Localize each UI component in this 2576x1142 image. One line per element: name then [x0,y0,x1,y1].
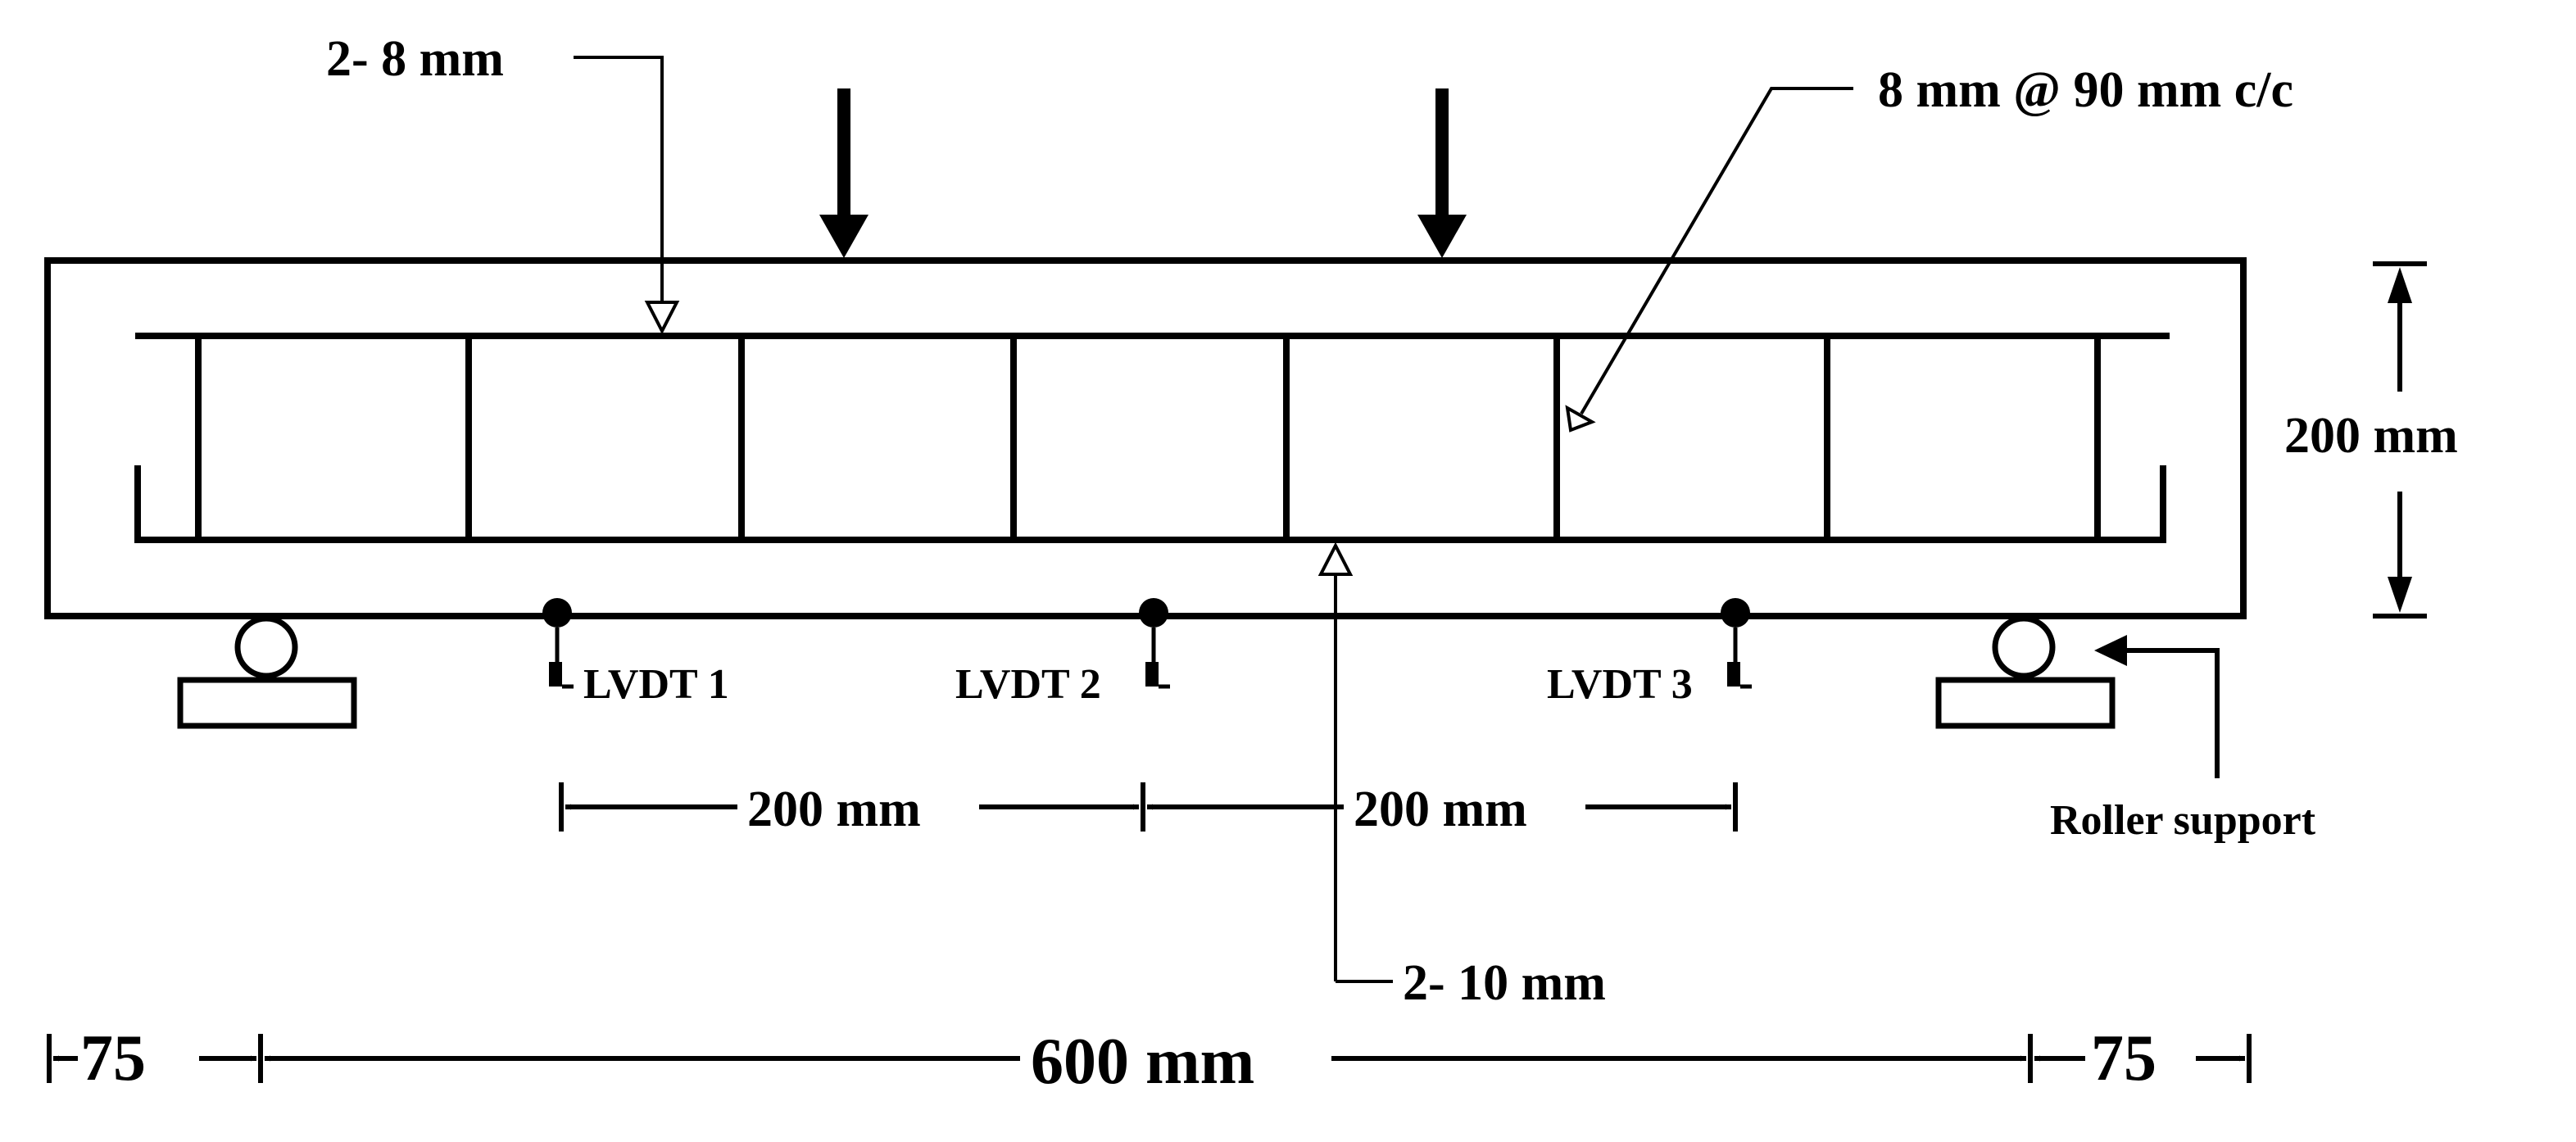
overhang-right-label: 75 [2091,1022,2156,1094]
lvdt-2-label: LVDT 2 [955,661,1101,708]
beam-outline [44,257,2247,619]
depth-arrowhead-bottom [2388,577,2412,613]
roller-support-left [177,615,357,729]
bottom-reinforcement-bar [134,465,2166,543]
stirrup-label: 8 mm @ 90 mm c/c [1878,62,2293,118]
stirrups [195,336,2101,540]
depth-label: 200 mm [2284,408,2458,464]
span-label: 600 mm [1031,1026,1254,1098]
lvdt-3-sensor [1721,598,1752,689]
roller-label: Roller support [2050,797,2316,844]
lvdt-spacing-dimension [559,782,1738,832]
lvdt-spacing-label-2: 200 mm [1354,782,1527,837]
point-load-right [1417,88,1467,258]
top-bar-leader [574,56,680,335]
lvdt-3-label: LVDT 3 [1547,661,1693,708]
bottom-bar-leader [1317,542,1393,983]
overhang-left-label: 75 [80,1022,146,1094]
bottom-bar-label: 2- 10 mm [1403,955,1606,1011]
roller-support-right [1935,615,2116,729]
point-load-left [819,88,868,258]
lvdt-spacing-label-1: 200 mm [747,782,921,837]
lvdt-1-label: LVDT 1 [583,661,729,708]
lvdt-2-sensor [1139,598,1170,689]
lvdt-1-sensor [542,598,574,689]
roller-leader [2094,635,2220,778]
top-bar-label: 2- 8 mm [326,31,504,87]
stirrup-leader [1565,87,1853,433]
span-dimension [47,1034,2252,1083]
depth-arrowhead-top [2388,267,2412,303]
